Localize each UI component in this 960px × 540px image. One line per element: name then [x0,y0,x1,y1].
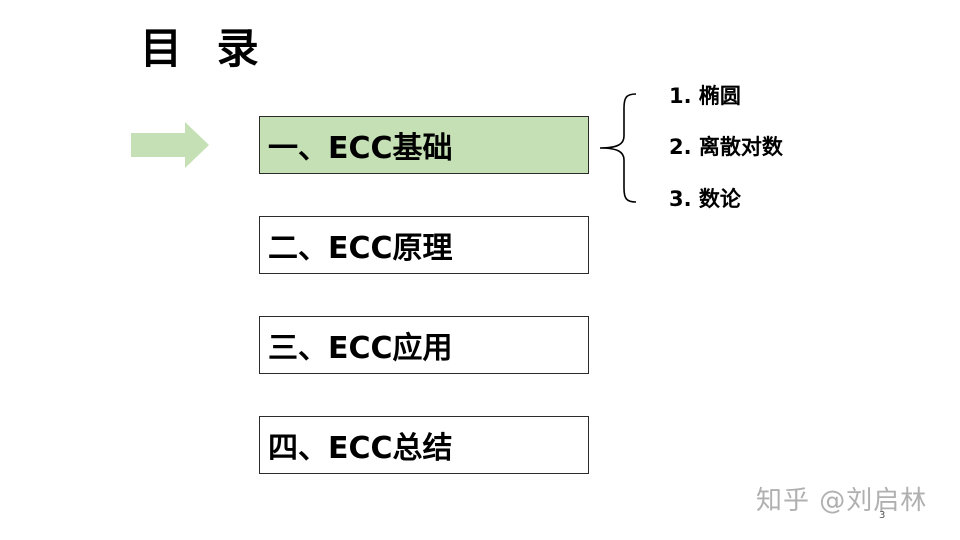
toc-item-ecc-application[interactable]: 三、ECC应用 [259,316,589,374]
right-arrow-icon [131,122,209,168]
toc-item-label: 一、ECC基础 [268,131,453,166]
subtopic-ellipse: 1. 椭圆 [669,84,741,108]
page-title: 目 录 [140,24,269,73]
subtopic-discrete-log: 2. 离散对数 [669,135,783,159]
toc-item-ecc-basics[interactable]: 一、ECC基础 [259,116,589,174]
watermark: 知乎 @刘启林 [756,486,928,516]
toc-item-label: 二、ECC原理 [268,231,453,266]
curly-brace-icon [599,93,637,203]
toc-item-label: 三、ECC应用 [268,331,453,366]
toc-item-ecc-summary[interactable]: 四、ECC总结 [259,416,589,474]
page-number: 3 [879,510,886,521]
subtopic-number-theory: 3. 数论 [669,187,741,211]
toc-item-ecc-principle[interactable]: 二、ECC原理 [259,216,589,274]
toc-item-label: 四、ECC总结 [268,431,453,466]
